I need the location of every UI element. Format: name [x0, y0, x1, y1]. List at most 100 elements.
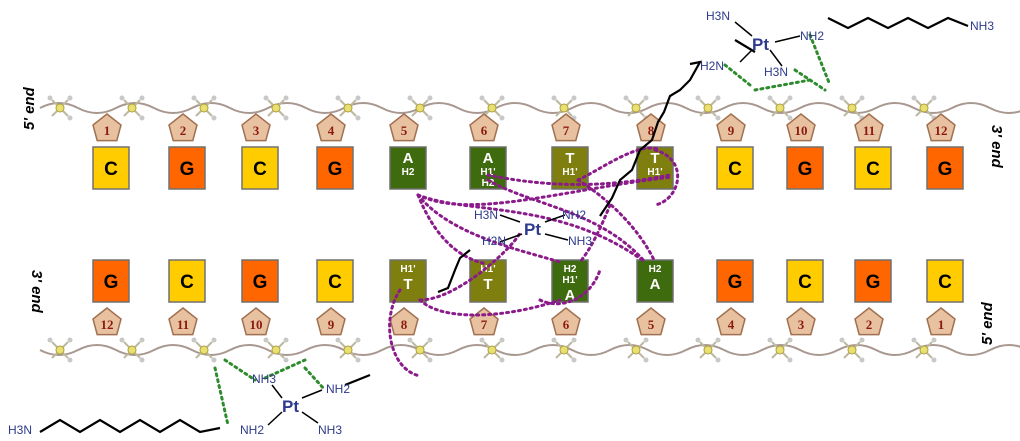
base-box [316, 259, 354, 303]
top-right-hexyl-chain [827, 16, 969, 30]
sugar-ring: 4 [316, 113, 346, 142]
phosphate-group [695, 337, 721, 363]
base-number: 11 [863, 123, 875, 138]
base-number: 6 [563, 317, 570, 332]
ligand-label: H2N [700, 59, 724, 73]
base-box [316, 146, 354, 190]
ligand-label: H2N [482, 234, 506, 248]
phosphate-group [335, 337, 361, 363]
bottom-left-ligand-link [344, 373, 371, 387]
base-letter: A [483, 150, 494, 167]
base-letter: T [483, 276, 492, 293]
central-linker-top [599, 60, 703, 217]
proton-label: H1' [480, 264, 495, 275]
phosphate-group [119, 95, 145, 121]
sugar-ring: 2 [854, 307, 884, 336]
proton-label: H2 [482, 178, 495, 189]
base-G-2: G [854, 259, 892, 303]
base-letter: C [104, 159, 118, 180]
phosphate-group [335, 95, 361, 121]
base-letter: A [565, 287, 576, 304]
hbond-line [808, 33, 832, 87]
noe-line [653, 148, 680, 207]
sugar-ring: 11 [854, 113, 884, 142]
noe-line [416, 193, 488, 266]
central-linker-bottom [437, 249, 471, 294]
hbond-line [793, 68, 827, 92]
pt-complex-top-right: Pt H3N H2N NH2 H3N NH3 [700, 9, 994, 79]
base-letter: A [403, 150, 414, 167]
proton-label: H1' [562, 275, 577, 286]
base-number: 10 [795, 123, 808, 138]
base-G-2: G [168, 146, 206, 190]
base-number: 1 [938, 317, 945, 332]
ligand-label: NH3 [318, 423, 342, 437]
base-C-1: C [926, 259, 964, 303]
noe-line [416, 193, 562, 264]
base-number: 7 [481, 317, 488, 332]
base-box [92, 146, 130, 190]
base-G-4: G [316, 146, 354, 190]
pt-complex-center: Pt H3N NH2 H2N NH3 [474, 208, 592, 248]
sugar-ring: 6 [469, 113, 499, 142]
sugar-ring: 3 [786, 307, 816, 336]
sugar-ring: 7 [551, 113, 581, 142]
base-box [786, 259, 824, 303]
hbond-line [723, 63, 752, 87]
phosphate-group [407, 95, 433, 121]
proton-label: H1' [647, 167, 662, 178]
ligand-label: H3N [706, 9, 730, 23]
sugar-ring: 4 [716, 307, 746, 336]
phosphate-group [479, 337, 505, 363]
base-letter: G [798, 159, 813, 180]
base-number: 8 [401, 317, 408, 332]
base-number: 5 [648, 317, 655, 332]
ligand-label: NH2 [326, 382, 350, 396]
base-letter: C [798, 272, 812, 293]
proton-label: H2 [564, 264, 577, 275]
noe-line [418, 230, 522, 302]
base-letter: C [866, 159, 880, 180]
noe-line [416, 193, 647, 264]
sugar-ring: 1 [926, 307, 956, 336]
base-box [786, 146, 824, 190]
sugar-ring: 7 [469, 307, 499, 336]
base-C-11: C [854, 146, 892, 190]
base-box [636, 259, 674, 303]
sugar-ring: 5 [389, 113, 419, 142]
phosphate-group [263, 95, 289, 121]
pt-label: Pt [524, 220, 541, 239]
base-box [716, 146, 754, 190]
base-T-8: H1'T [389, 259, 427, 303]
base-number: 3 [253, 123, 260, 138]
base-C-9: C [316, 259, 354, 303]
sugar-ring: 8 [389, 307, 419, 336]
base-G-4: G [716, 259, 754, 303]
base-box [926, 259, 964, 303]
top-right-end-label: 3' end [988, 125, 1005, 169]
phosphate-group [263, 337, 289, 363]
base-box [241, 146, 279, 190]
base-number: 5 [401, 123, 408, 138]
ligand-label: H3N [764, 65, 788, 79]
sugar-ring: 1 [92, 113, 122, 142]
base-letter: T [650, 150, 659, 167]
base-box [168, 146, 206, 190]
base-letter: C [938, 272, 952, 293]
ligand-label: NH2 [800, 29, 824, 43]
proton-label: H1' [480, 167, 495, 178]
phosphate-group [191, 337, 217, 363]
pt-complex-bottom-left: Pt NH3 NH2 NH2 NH3 H3N [8, 372, 350, 437]
base-T-7: TH1' [551, 146, 589, 190]
sugar-ring: 3 [241, 113, 271, 142]
backbone-line [39, 344, 1020, 356]
hbond-line [213, 366, 230, 427]
base-letter: T [403, 276, 412, 293]
base-letter: C [180, 272, 194, 293]
phosphate-group [47, 95, 73, 121]
base-box [926, 146, 964, 190]
